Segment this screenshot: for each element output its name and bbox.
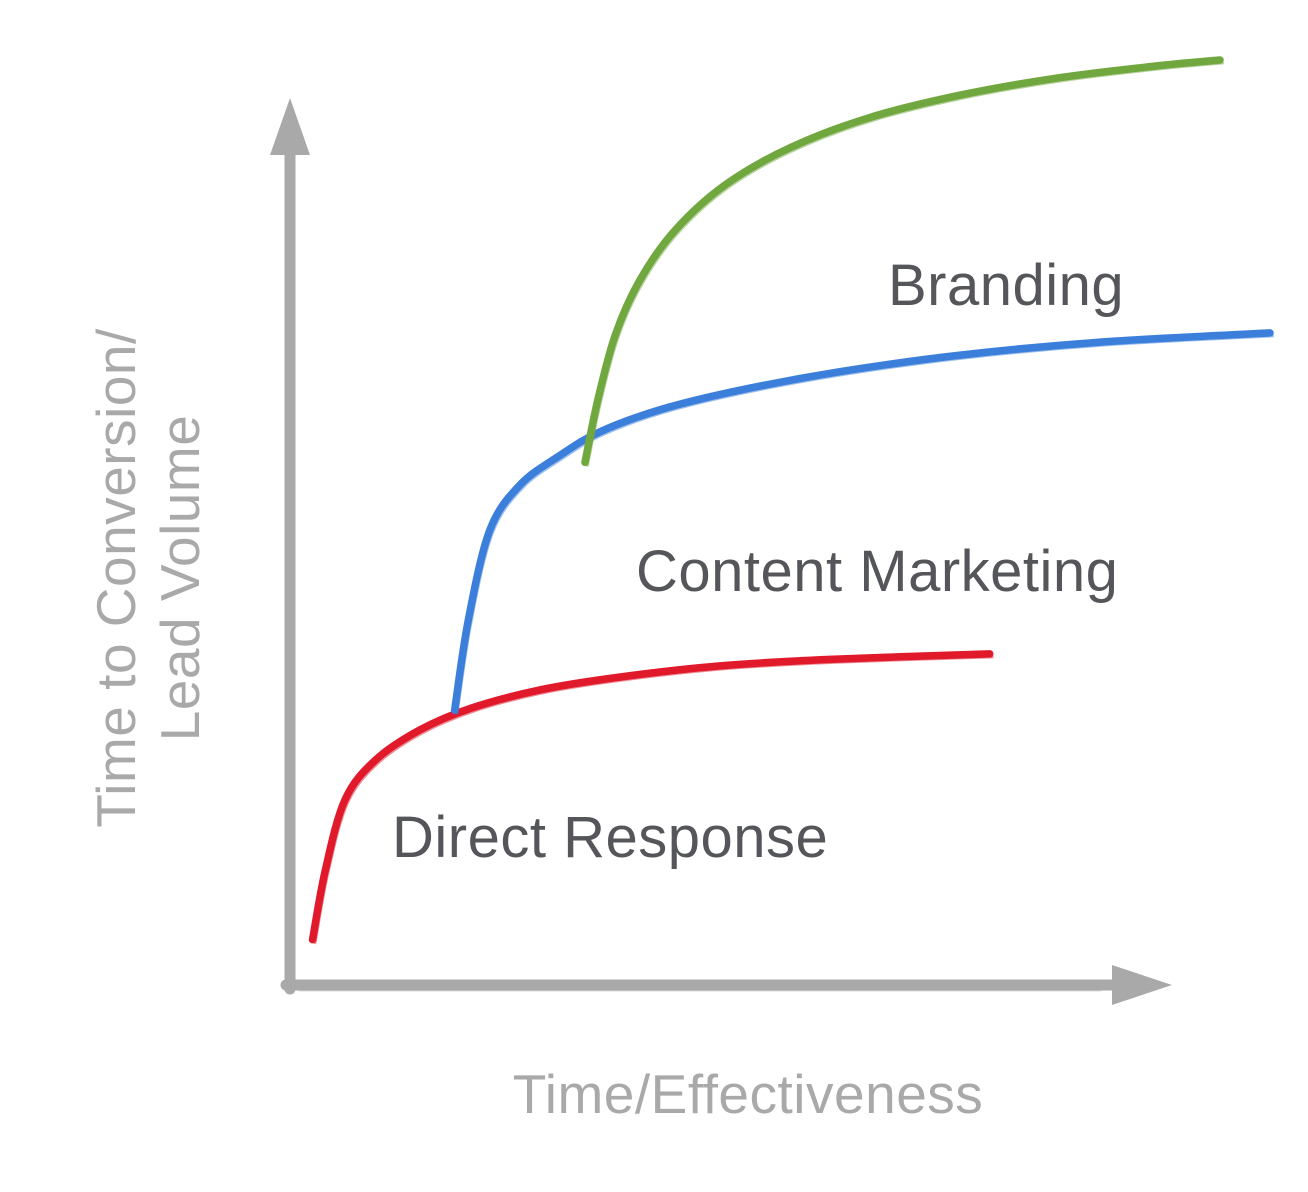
axes (270, 98, 1172, 1005)
y-axis-label-line-1: Time to Conversion/ (85, 328, 147, 828)
y-axis-label-line-2: Lead Volume (149, 414, 211, 742)
series-label-branding: Branding (888, 253, 1125, 318)
series-curve-echo-branding (585, 61, 1224, 467)
y-axis-label: Time to Conversion/ Lead Volume (84, 328, 212, 828)
y-axis-arrowhead (270, 98, 310, 155)
series-curve-direct-response (308, 650, 994, 944)
series-label-content-marketing: Content Marketing (636, 539, 1119, 604)
x-axis-arrowhead (1112, 965, 1172, 1005)
series-curve-branding (581, 56, 1224, 467)
x-axis-label: Time/Effectiveness (512, 1063, 984, 1125)
series-curve-echo-content-marketing (455, 334, 1274, 715)
series-curve-content-marketing (450, 329, 1274, 715)
series-label-direct-response: Direct Response (392, 805, 829, 870)
series-curve-echo-direct-response (313, 655, 994, 945)
series-curves (308, 56, 1274, 945)
